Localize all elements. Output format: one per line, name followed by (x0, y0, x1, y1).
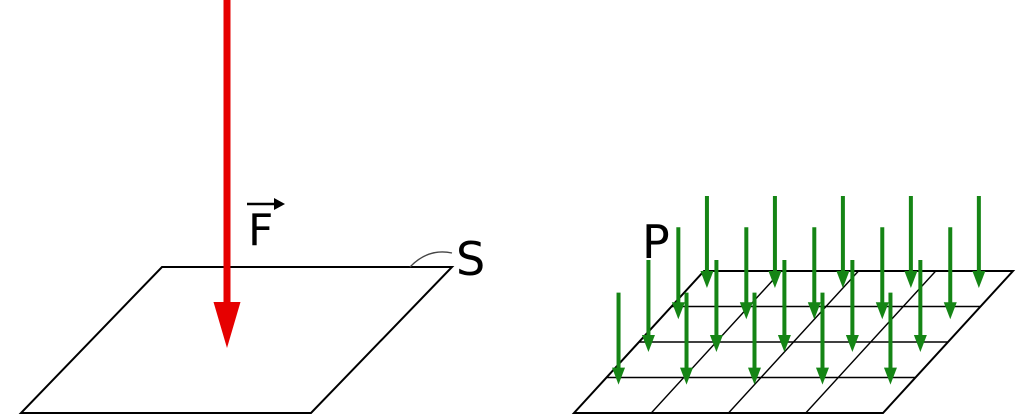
pressure-arrow-head (904, 271, 918, 289)
pressure-arrow-head (972, 271, 986, 289)
pressure-arrow-head (748, 367, 761, 385)
pressure-arrow-head (913, 334, 927, 352)
pressure-arrow (612, 292, 626, 385)
vector-arrow-head (274, 198, 285, 210)
pressure-arrow (739, 227, 753, 320)
pressure-arrow-head (883, 367, 897, 385)
pressure-arrow-head (641, 334, 655, 352)
pressure-arrow-head (671, 302, 685, 320)
pressure-arrow-head (777, 334, 791, 352)
vector-arrow-icon (247, 198, 285, 210)
pressure-arrow (709, 259, 723, 352)
force-surface-outline (18, 266, 455, 414)
pressure-arrow-head (845, 334, 859, 352)
pressure-arrow (680, 292, 694, 385)
pressure-arrow-head (680, 367, 694, 385)
pressure-arrow (807, 227, 821, 320)
pressure-arrow-head (768, 271, 782, 289)
surface-label: S (456, 232, 485, 286)
pressure-arrow (836, 196, 850, 289)
pressure-arrow-head (709, 334, 723, 352)
pressure-arrow-head (700, 271, 714, 289)
pressure-arrow (943, 227, 957, 320)
pressure-arrow (875, 227, 889, 320)
pressure-arrow (972, 196, 986, 289)
pressure-arrow-head (836, 271, 850, 289)
pressure-arrow-head (612, 367, 626, 385)
pressure-distribution-figure (571, 196, 1016, 414)
pressure-arrow (671, 227, 685, 320)
force-label: F (248, 205, 273, 256)
surface-leader-line (409, 251, 453, 268)
pressure-arrow-head (943, 302, 957, 320)
pressure-arrow-head (875, 302, 889, 320)
pressure-label: P (642, 215, 670, 269)
pressure-arrow (641, 259, 655, 352)
pressure-arrow (815, 292, 829, 385)
pressure-arrow (768, 196, 782, 289)
pressure-arrow-head (807, 302, 821, 320)
pressure-arrow (883, 292, 897, 385)
pressure-arrow (845, 259, 859, 352)
pressure-arrow-head (739, 302, 753, 320)
pressure-arrow (700, 196, 714, 289)
pressure-arrow (748, 292, 761, 385)
force-arrow-head (213, 302, 241, 348)
pressure-arrow (913, 259, 927, 352)
pressure-arrow-head (815, 367, 829, 385)
pressure-arrow (904, 196, 918, 289)
force-on-surface-figure (18, 0, 455, 414)
pressure-arrow (777, 259, 791, 352)
